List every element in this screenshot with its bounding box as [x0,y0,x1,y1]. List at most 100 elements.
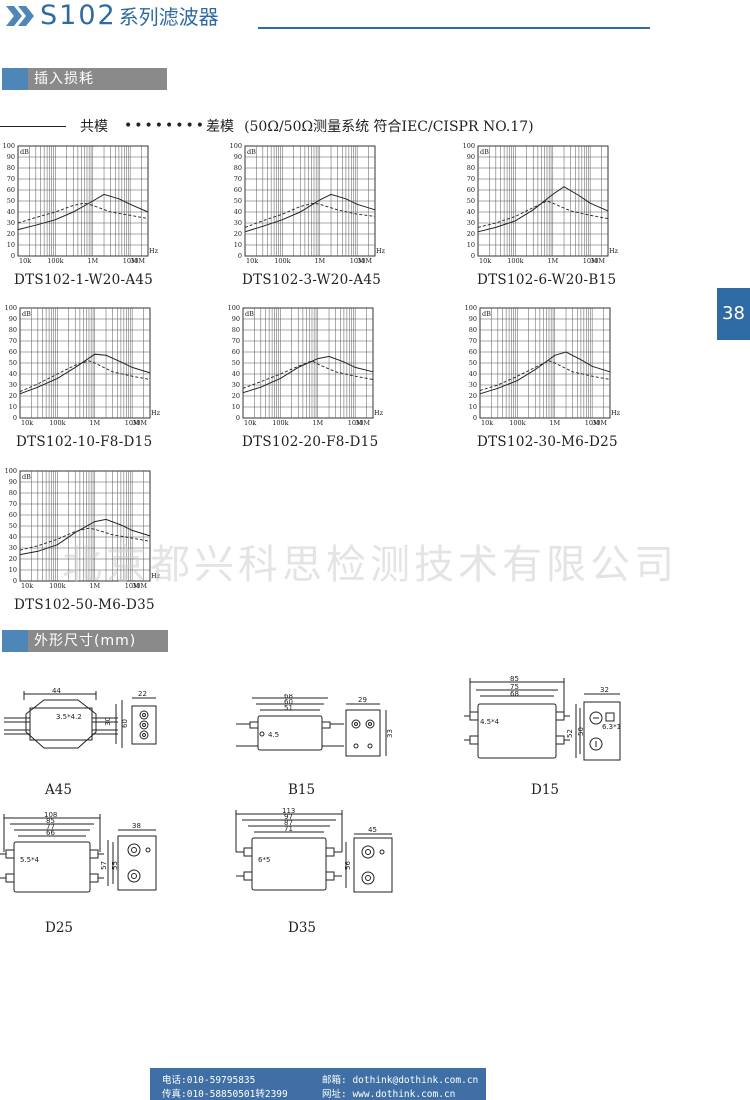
x-tick-label: 100k [47,257,63,265]
drawing-d35: 113 97 87 71 45 56 6*5 [232,806,402,902]
x-tick-label: 10M [125,419,140,427]
y-tick-label: 90 [9,478,17,486]
page-number-tab: 38 [717,288,750,340]
y-tick-label: 70 [9,500,17,508]
x-axis-unit: Hz [374,409,384,417]
y-tick-label: 20 [234,230,242,238]
drawing-a45: 44 22 3.5*4.2 30 60 [0,687,170,772]
drawing-label: D25 [45,920,74,936]
y-tick-label: 20 [467,230,475,238]
section-marker [2,630,28,652]
x-tick-label: 1M [87,257,98,265]
dim-text: 55 [111,861,119,870]
x-tick-label: 10k [479,257,491,265]
series-differential-mode [19,527,151,551]
y-axis-unit: dB [245,310,254,318]
x-tick-label: 30M [592,419,607,427]
dim-text: 108 [44,812,57,819]
series-common-mode [19,518,151,556]
y-tick-label: 100 [230,142,242,150]
y-tick-label: 60 [9,348,17,356]
series-differential-mode [479,360,611,391]
chart-model-label: DTS102-6-W20-B15 [477,272,617,288]
y-axis-unit: dB [22,310,31,318]
chart-model-label: DTS102-50-M6-D35 [14,597,155,613]
y-tick-label: 0 [238,252,242,260]
drawing-label: A45 [45,782,72,798]
x-tick-label: 10k [244,419,256,427]
legend-dotted-line: •••••••• [124,118,207,134]
y-tick-label: 40 [9,533,17,541]
y-tick-label: 30 [467,219,475,227]
dim-text: 77 [46,823,55,831]
x-tick-label: 10M [350,257,365,265]
y-tick-label: 0 [471,252,475,260]
footer-fax: 传真:010-58850501转2399 [162,1089,288,1100]
series-code: S102 [40,0,117,31]
section-dimensions: 外形尺寸(mm) [2,630,168,652]
dim-text: 85 [46,817,55,825]
dim-text: 30 [104,717,112,726]
chart-model-label: DTS102-10-F8-D15 [16,434,153,450]
chart-model-label: DTS102-30-M6-D25 [477,434,618,450]
x-tick-label: 100k [49,419,65,427]
y-tick-label: 100 [228,304,240,312]
x-axis-unit: Hz [149,247,159,255]
y-tick-label: 0 [11,252,15,260]
chart-model-label: DTS102-3-W20-A45 [242,272,382,288]
x-tick-label: 1M [89,419,100,427]
y-tick-label: 40 [9,370,17,378]
y-tick-label: 50 [467,197,475,205]
chart-legend: 共模 •••••••• 差模 (50Ω/50Ω测量系统 符合IEC/CISPR … [0,116,534,136]
y-axis-unit: dB [480,148,489,156]
footer-website: 网址: www.dothink.com.cn [322,1089,456,1100]
x-tick-label: 10k [21,582,33,590]
y-tick-label: 60 [232,348,240,356]
legend-solid-line [0,125,66,127]
y-tick-label: 10 [234,241,242,249]
y-tick-label: 100 [463,142,475,150]
y-tick-label: 90 [467,153,475,161]
legend-note: (50Ω/50Ω测量系统 符合IEC/CISPR NO.17) [244,119,534,135]
y-tick-label: 80 [9,326,17,334]
y-tick-label: 30 [9,381,17,389]
drawing-label: D15 [531,782,560,798]
footer-email: 邮箱: dothink@dothink.com.cn [322,1075,479,1086]
drawing-b15: 68 60 51 29 33 4.5 [232,692,402,768]
header-chevron-icon [6,6,38,30]
watermark: 北京都兴科思检测技术有限公司 [62,542,678,588]
y-tick-label: 0 [13,577,17,585]
dim-text: 32 [600,686,609,694]
dim-text: 6.3*1 [602,723,621,731]
x-tick-label: 100k [274,257,290,265]
y-tick-label: 0 [473,414,477,422]
x-tick-label: 100k [507,257,523,265]
legend-differential-mode: 差模 [206,119,235,135]
x-tick-label: 1M [549,419,560,427]
drawing-label: B15 [288,782,316,798]
x-tick-label: 1M [314,257,325,265]
y-axis-unit: dB [482,310,491,318]
y-tick-label: 80 [469,326,477,334]
x-tick-label: 10M [123,257,138,265]
y-tick-label: 30 [232,381,240,389]
dim-text: 68 [510,690,519,698]
dim-text: 57 [100,861,108,870]
y-tick-label: 80 [234,164,242,172]
drawing-d25-svg: 108 85 77 66 38 57 55 5.5*4 [0,811,157,893]
y-tick-label: 10 [9,403,17,411]
y-tick-label: 90 [232,315,240,323]
y-tick-label: 40 [234,208,242,216]
series-common-mode [242,355,374,394]
y-tick-label: 70 [234,175,242,183]
y-tick-label: 70 [9,337,17,345]
x-tick-label: 30M [132,582,147,590]
y-tick-label: 20 [7,230,15,238]
chart-model-label: DTS102-20-F8-D15 [242,434,379,450]
dim-text: 4.5*4 [480,718,500,726]
